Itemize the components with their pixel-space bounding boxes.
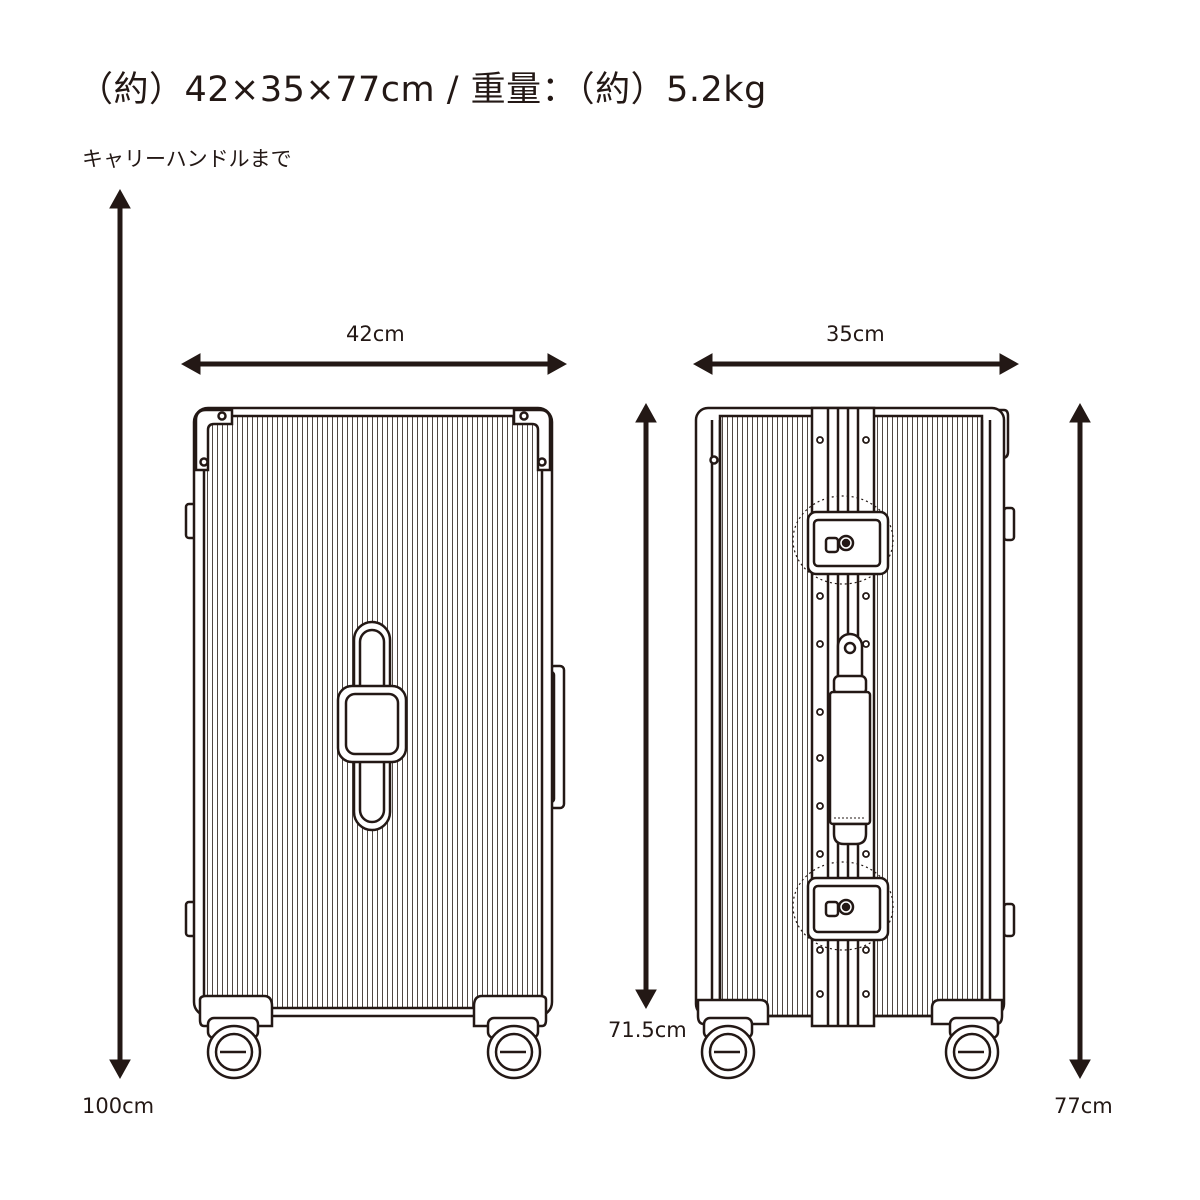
body-height-label: 71.5cm xyxy=(608,1018,687,1042)
side-depth-arrow xyxy=(692,353,1020,375)
suitcase-front-view xyxy=(184,406,566,1080)
side-depth-label: 35cm xyxy=(826,322,885,346)
body-height-arrow xyxy=(635,402,657,1010)
front-width-label: 42cm xyxy=(346,322,405,346)
spec-title: （約）42×35×77cm / 重量：（約）5.2kg xyxy=(78,70,767,110)
wheel-height-label: 77cm xyxy=(1054,1094,1113,1118)
handle-note: キャリーハンドルまで xyxy=(82,147,292,171)
wheel-height-arrow xyxy=(1069,402,1091,1080)
total-height-label: 100cm xyxy=(82,1094,155,1118)
suitcase-side-view xyxy=(694,406,1016,1080)
front-width-arrow xyxy=(180,353,568,375)
total-height-arrow xyxy=(109,188,131,1080)
